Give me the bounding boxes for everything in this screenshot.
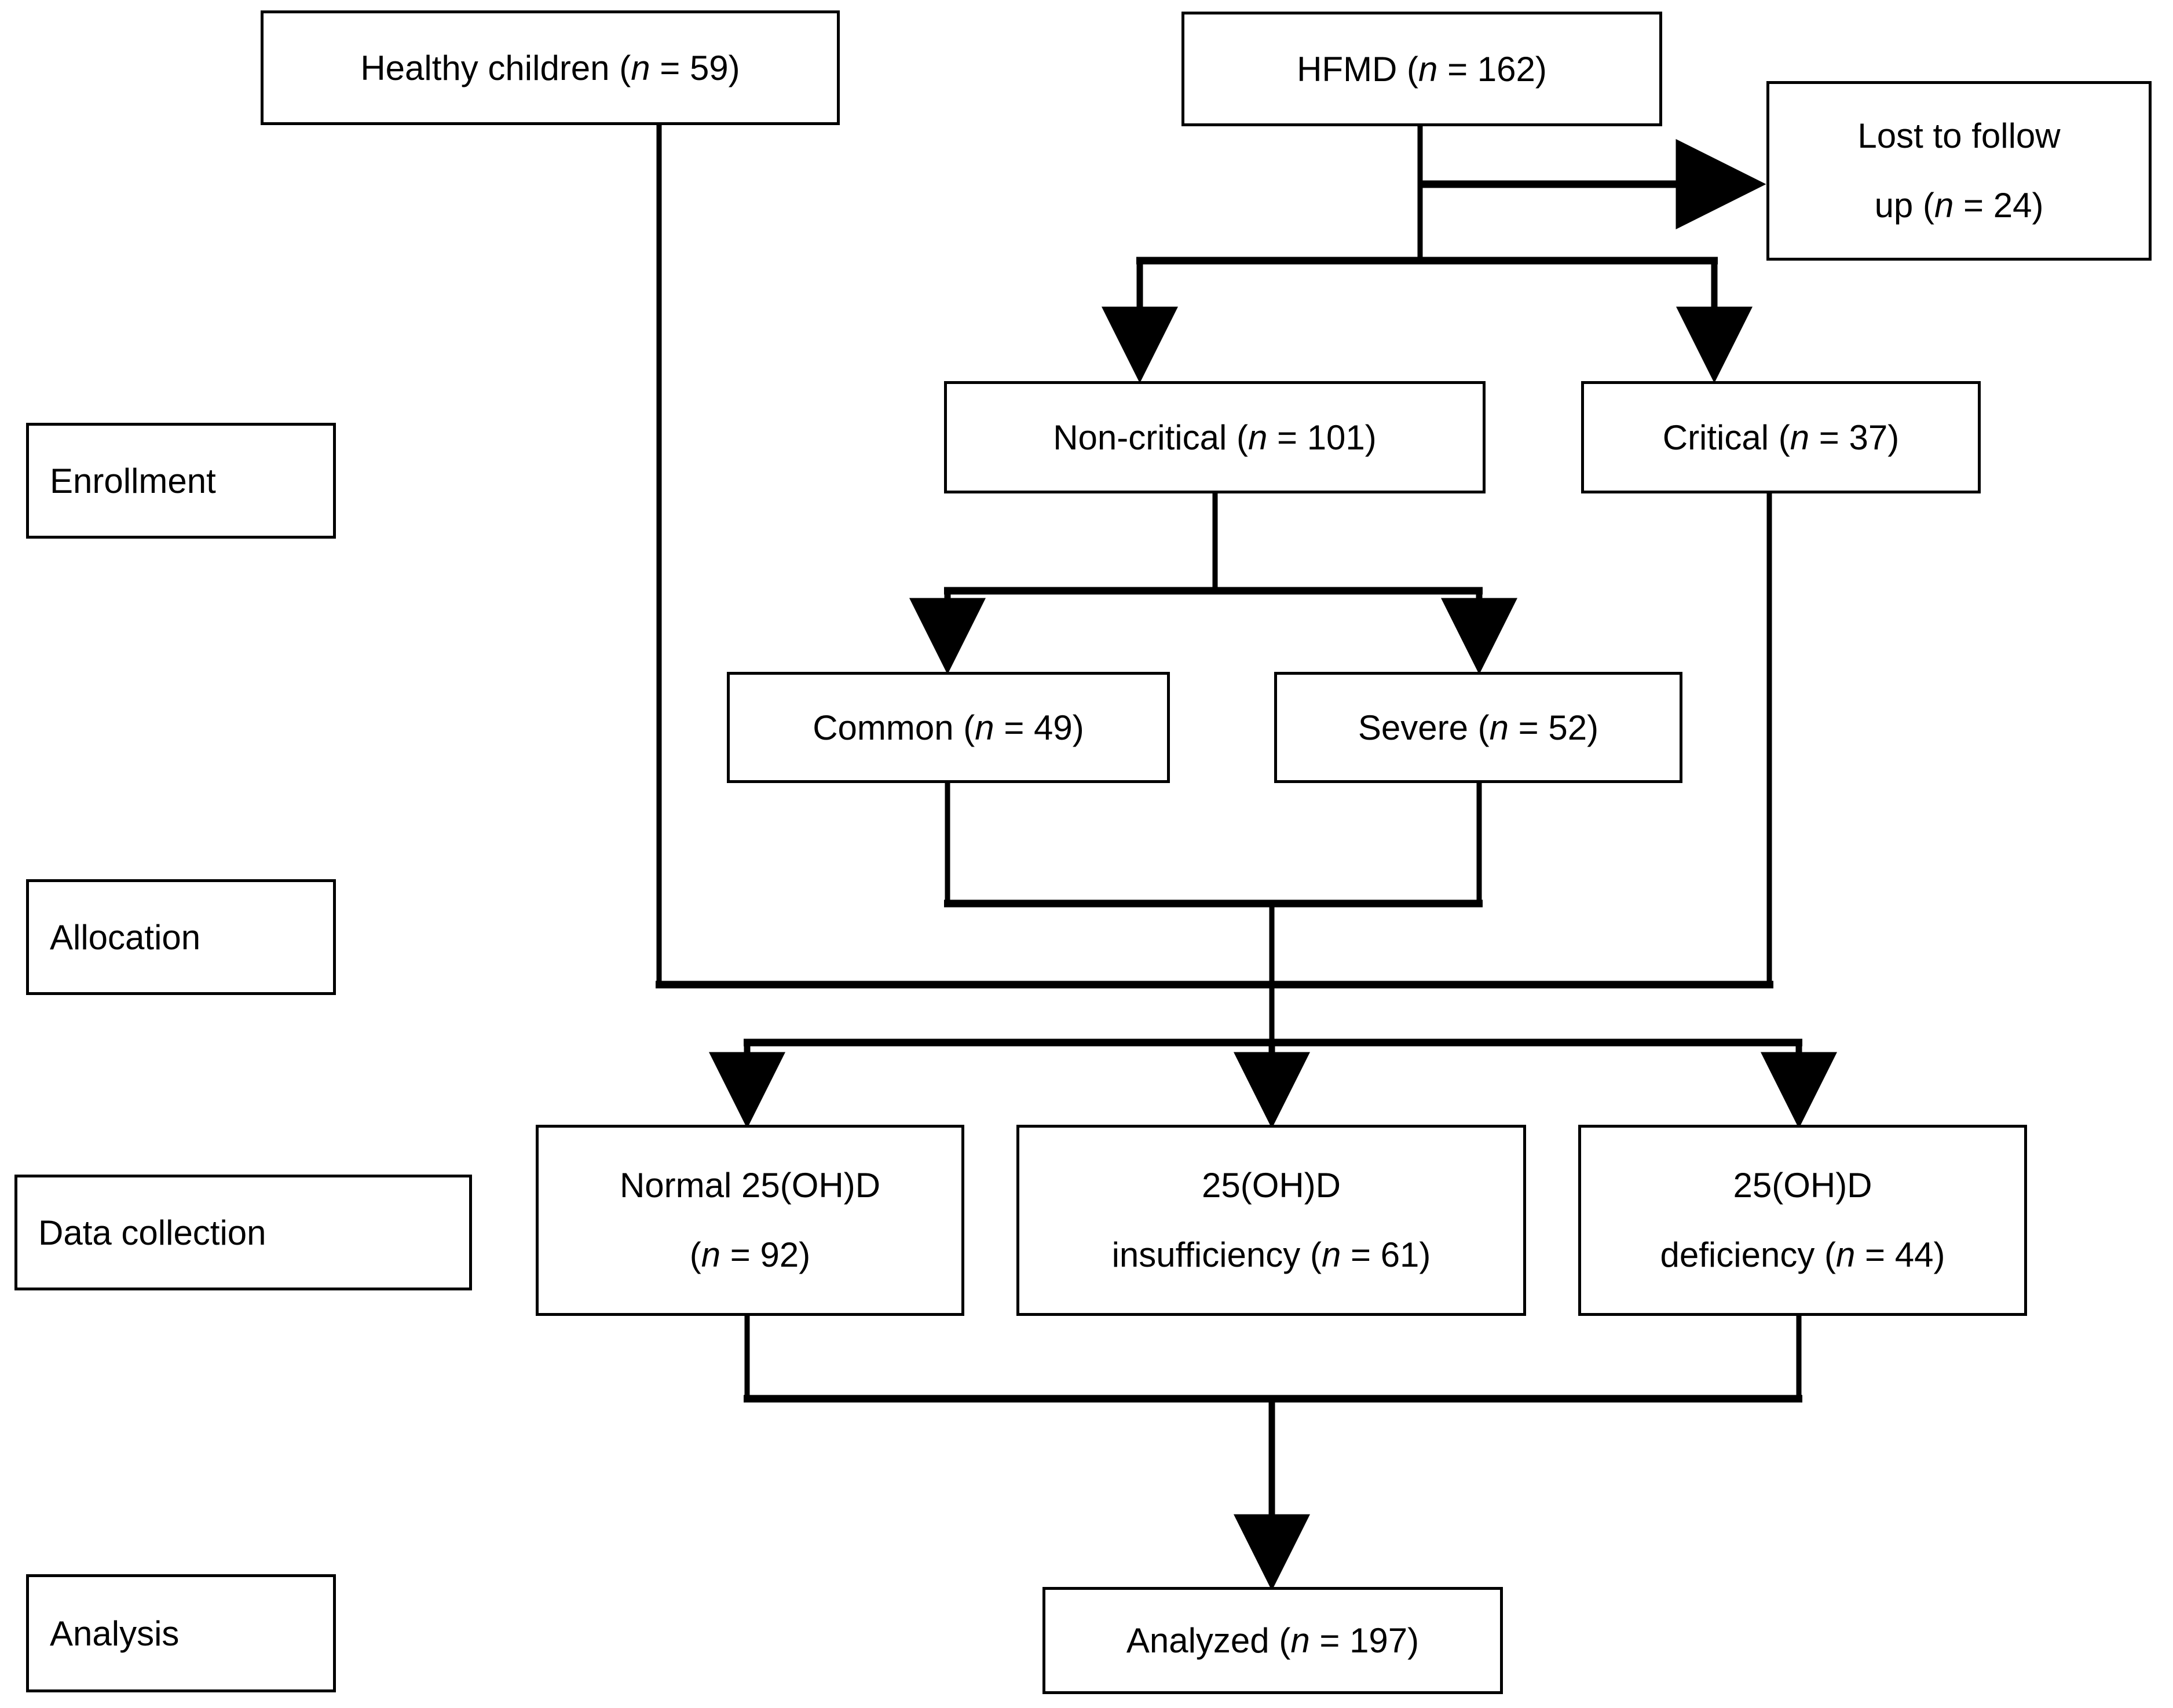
stage-label-analysis: Analysis <box>26 1574 336 1692</box>
stage-label-enrollment: Enrollment <box>26 423 336 539</box>
node-common-count: = 49) <box>994 708 1084 747</box>
node-lost-to-followup-label: up ( <box>1874 186 1934 225</box>
node-lost-to-followup: Lost to follow up (n = 24) <box>1766 81 2152 261</box>
node-severe-count: = 52) <box>1509 708 1599 747</box>
node-critical: Critical (n = 37) <box>1581 381 1981 493</box>
node-normal-25ohd-count: = 92) <box>720 1235 811 1274</box>
node-normal-25ohd-line1: Normal 25(OH)D <box>619 1166 881 1205</box>
node-healthy-children-count: = 59) <box>650 48 740 87</box>
node-insufficiency-25ohd-n-symbol: n <box>1321 1235 1341 1274</box>
node-severe: Severe (n = 52) <box>1274 672 1682 783</box>
node-healthy-children: Healthy children (n = 59) <box>261 10 840 125</box>
stage-label-analysis-text: Analysis <box>50 1614 180 1653</box>
node-lost-to-followup-count: = 24) <box>1953 186 2044 225</box>
node-severe-n-symbol: n <box>1489 708 1509 747</box>
node-lost-to-followup-line1: Lost to follow <box>1857 116 2061 155</box>
node-deficiency-25ohd-label: deficiency ( <box>1660 1235 1836 1274</box>
node-non-critical-n-symbol: n <box>1248 418 1268 457</box>
node-insufficiency-25ohd-label: insufficiency ( <box>1111 1235 1322 1274</box>
node-critical-n-symbol: n <box>1790 418 1810 457</box>
node-severe-line1: Severe (n = 52) <box>1358 706 1598 749</box>
node-insufficiency-25ohd-count: = 61) <box>1341 1235 1431 1274</box>
node-critical-line1: Critical (n = 37) <box>1663 416 1899 459</box>
node-healthy-children-line1: Healthy children (n = 59) <box>360 46 740 90</box>
node-deficiency-25ohd-line2: deficiency (n = 44) <box>1660 1220 1945 1290</box>
node-analyzed-label: Analyzed ( <box>1126 1621 1291 1660</box>
stage-label-allocation-text: Allocation <box>50 917 201 957</box>
node-analyzed-n-symbol: n <box>1290 1621 1310 1660</box>
stage-label-data-collection: Data collection <box>14 1175 472 1290</box>
node-non-critical-label: Non-critical ( <box>1053 418 1248 457</box>
node-common-n-symbol: n <box>975 708 994 747</box>
node-hfmd: HFMD (n = 162) <box>1181 12 1662 126</box>
stage-label-allocation: Allocation <box>26 879 336 995</box>
node-insufficiency-25ohd-line2: insufficiency (n = 61) <box>1112 1220 1431 1290</box>
node-hfmd-line1: HFMD (n = 162) <box>1297 47 1547 91</box>
node-deficiency-25ohd-count: = 44) <box>1855 1235 1945 1274</box>
node-lost-to-followup-n-symbol: n <box>1934 186 1954 225</box>
node-analyzed-line1: Analyzed (n = 197) <box>1126 1619 1419 1662</box>
node-normal-25ohd-label: ( <box>689 1235 701 1274</box>
node-hfmd-n-symbol: n <box>1418 49 1438 89</box>
node-lost-to-followup-line2: up (n = 24) <box>1875 171 2044 240</box>
node-normal-25ohd: Normal 25(OH)D (n = 92) <box>536 1125 964 1316</box>
node-critical-label: Critical ( <box>1662 418 1790 457</box>
stage-label-enrollment-text: Enrollment <box>50 461 216 500</box>
connector-healthy-to-allocation <box>656 125 1272 988</box>
node-analyzed-count: = 197) <box>1309 1621 1420 1660</box>
node-normal-25ohd-line2: (n = 92) <box>690 1220 810 1290</box>
node-common-label: Common ( <box>813 708 975 747</box>
node-non-critical-line1: Non-critical (n = 101) <box>1053 416 1377 459</box>
node-hfmd-label: HFMD ( <box>1297 49 1419 89</box>
node-critical-count: = 37) <box>1809 418 1900 457</box>
node-healthy-children-label: Healthy children ( <box>360 48 631 87</box>
node-insufficiency-25ohd: 25(OH)D insufficiency (n = 61) <box>1016 1125 1526 1316</box>
node-deficiency-25ohd-n-symbol: n <box>1835 1235 1856 1274</box>
node-deficiency-25ohd-line1: 25(OH)D <box>1733 1166 1872 1205</box>
node-healthy-children-n-symbol: n <box>631 48 650 87</box>
node-insufficiency-25ohd-line1: 25(OH)D <box>1201 1166 1341 1205</box>
node-severe-label: Severe ( <box>1358 708 1490 747</box>
node-common: Common (n = 49) <box>727 672 1170 783</box>
node-hfmd-count: = 162) <box>1437 49 1547 89</box>
stage-label-data-collection-text: Data collection <box>38 1213 266 1252</box>
node-deficiency-25ohd: 25(OH)D deficiency (n = 44) <box>1578 1125 2027 1316</box>
node-non-critical-count: = 101) <box>1267 418 1377 457</box>
node-normal-25ohd-n-symbol: n <box>701 1235 721 1274</box>
node-non-critical: Non-critical (n = 101) <box>944 381 1486 493</box>
node-common-line1: Common (n = 49) <box>813 706 1084 749</box>
node-analyzed: Analyzed (n = 197) <box>1042 1587 1503 1694</box>
